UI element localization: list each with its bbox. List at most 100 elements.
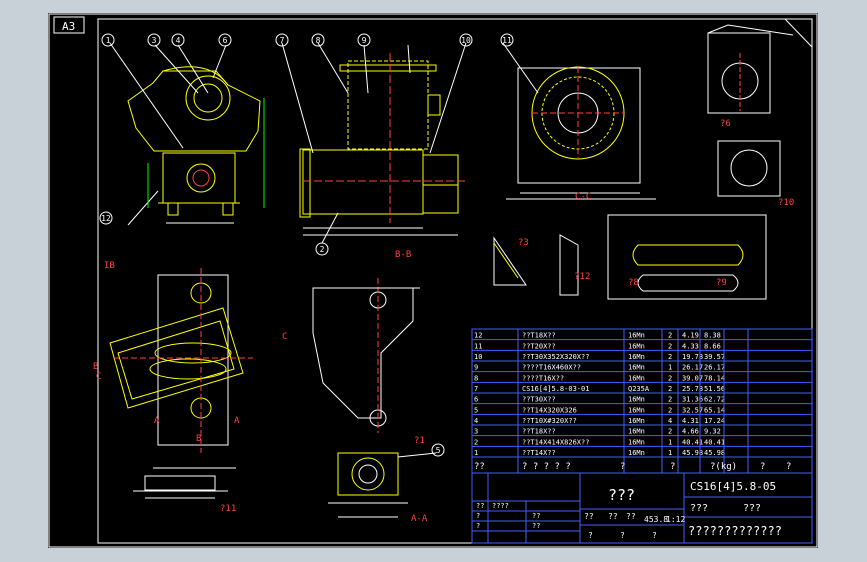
mark-6: ?	[652, 531, 657, 540]
balloon-9: 9	[362, 36, 367, 45]
balloon-7: 7	[280, 36, 285, 45]
bom-cell-name: ??T30X??	[522, 396, 556, 404]
balloon-6: 6	[223, 36, 228, 45]
label-b-b: B-B	[395, 250, 411, 260]
bom-cell-total: 8.38	[704, 332, 721, 340]
bom-cell-total: 45.98	[704, 449, 725, 457]
bom-cell-unit: 4.66	[682, 428, 699, 436]
bom-cell-total: 9.32	[704, 428, 721, 436]
bom-cell-no: 12	[474, 332, 482, 340]
balloons: 1 3 4 6 7 8 9 10 11 12 2 5	[99, 33, 514, 457]
format-label: A3	[62, 20, 75, 33]
bom-cell-total: 17.24	[704, 417, 725, 425]
bom-header-weight: ?(kg)	[710, 462, 737, 472]
detail-11	[133, 475, 228, 499]
balloon-4: 4	[176, 36, 181, 45]
mark-2: ?	[476, 512, 480, 520]
bom-header-note2: ?	[786, 462, 791, 472]
detail-plate-9	[607, 214, 767, 300]
bom-cell-unit: 4.19	[682, 332, 699, 340]
label-b-left: B	[93, 362, 98, 372]
bom-cell-material: 16Mn	[628, 364, 645, 372]
circular-view	[502, 42, 656, 200]
bom-cell-material: 16Mn	[628, 438, 645, 446]
bom-cell-no: 5	[474, 406, 478, 414]
bom-cell-unit: 4.31	[682, 417, 699, 425]
sign-label-4: ????	[492, 502, 509, 510]
bom-cell-name: CS16[4]5.8-03-01	[522, 385, 589, 393]
label-detail-6: ?6	[720, 119, 731, 129]
drawing-number: CS16[4]5.8-05	[690, 480, 776, 493]
sign-label-1: ??	[584, 512, 594, 521]
bom-cell-name: ??T10X#320X??	[522, 417, 577, 425]
bom-cell-qty: 1	[668, 449, 672, 457]
bom-cell-name: ??T20X??	[522, 342, 556, 350]
bom-cell-name: ??T14X414X826X??	[522, 438, 589, 446]
bom-cell-name: ??T14X??	[522, 449, 556, 457]
bom-header-note1: ?	[760, 462, 765, 472]
label-a-a: A-A	[411, 514, 428, 524]
view-a-a	[328, 452, 437, 518]
bom-cell-no: 11	[474, 342, 482, 350]
label-a-left: A	[154, 416, 160, 426]
sign-label-5: ??	[532, 512, 540, 520]
view-labels: B-B C-C A-A ?1 ?3 ?6 ?8 ?9 ?10 ?11 ?12 I…	[93, 119, 794, 524]
bom-cell-qty: 2	[668, 342, 672, 350]
bom-cell-qty: 1	[668, 438, 672, 446]
mark-1: ??	[476, 502, 484, 510]
sign-label-6: ??	[532, 522, 540, 530]
bom-cell-total: 26.17	[704, 364, 725, 372]
iso-view	[109, 268, 253, 469]
bom-cell-no: 4	[474, 417, 478, 425]
front-view	[127, 66, 261, 216]
scale-value: 1:12	[666, 515, 685, 524]
mark-4: ?	[588, 531, 593, 540]
bom-cell-qty: 1	[668, 364, 672, 372]
bom-cell-qty: 2	[668, 396, 672, 404]
balloon-5: 5	[436, 446, 441, 455]
section-view	[312, 278, 420, 433]
bom-cell-total: 40.41	[704, 438, 725, 446]
bom-cell-total: 65.14	[704, 406, 725, 414]
bom-cell-material: 16Mn	[628, 449, 645, 457]
bom-cell-unit: 19.78	[682, 353, 703, 361]
weight-value: 453.8	[644, 515, 668, 524]
balloon-1: 1	[106, 36, 111, 45]
bom-cell-qty: 2	[668, 428, 672, 436]
bom-cell-total: 39.57	[704, 353, 725, 361]
sheet-label: ???	[743, 503, 761, 514]
bom-header-material: ?	[620, 462, 625, 472]
bom-cell-material: 16Mn	[628, 428, 645, 436]
bom-cell-material: 16Mn	[628, 417, 645, 425]
bom-cell-no: 6	[474, 396, 478, 404]
bom-cell-unit: 40.41	[682, 438, 703, 446]
detail-gusset-3	[493, 236, 527, 286]
bom-header-name: ? ? ? ? ?	[522, 462, 571, 472]
bom-cell-qty: 2	[668, 406, 672, 414]
balloon-3: 3	[152, 36, 157, 45]
detail-view-6	[707, 24, 794, 114]
balloon-10: 10	[461, 36, 471, 45]
label-b-bottom: B	[196, 434, 201, 444]
bom-cell-total: 62.72	[704, 396, 725, 404]
bom-cell-name: ????T16X460X??	[522, 364, 581, 372]
bom-cell-no: 9	[474, 364, 478, 372]
bom-header-qty: ?	[670, 462, 675, 472]
bom-cell-no: 7	[474, 385, 478, 393]
bom-cell-total: 78.14	[704, 374, 725, 382]
bom-cell-qty: 4	[668, 417, 672, 425]
title-block	[471, 472, 813, 544]
label-detail-9: ?9	[716, 278, 727, 288]
label-ib: IB	[104, 261, 115, 271]
inner-border	[97, 18, 813, 544]
sign-label-3: ??	[626, 512, 636, 521]
balloon-2: 2	[320, 245, 325, 254]
cad-drawing: A3	[48, 13, 818, 548]
bom-cell-unit: 31.36	[682, 396, 703, 404]
bom-cell-qty: 2	[668, 385, 672, 393]
bom-cell-name: ??T14X320X326	[522, 406, 577, 414]
label-detail-11: ?11	[220, 504, 236, 514]
drawing-title: ???	[608, 486, 635, 504]
